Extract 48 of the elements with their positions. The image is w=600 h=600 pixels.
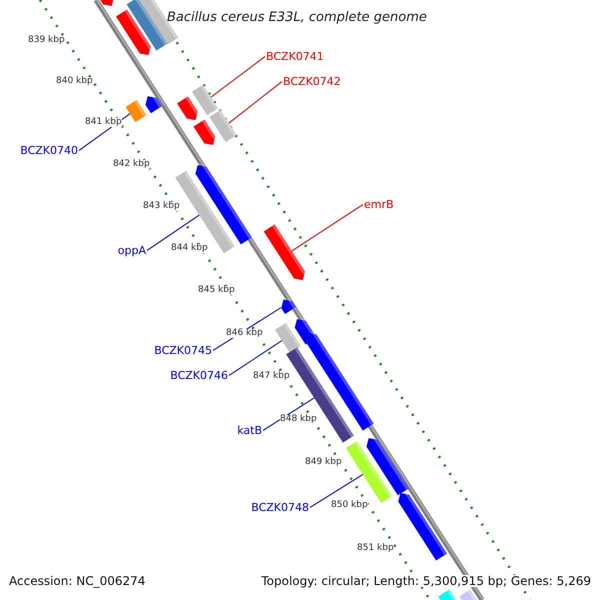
- scale-label: 845 kbp: [198, 286, 235, 296]
- scale-label: 849 kbp: [305, 458, 342, 468]
- leader-line: [291, 204, 364, 252]
- leader-line: [228, 80, 282, 124]
- scale-label: 851 kbp: [357, 544, 394, 554]
- leader-line: [146, 214, 200, 251]
- gene-label: BCZK0745: [154, 344, 212, 356]
- leader-line: [210, 56, 266, 98]
- scale-label: 847 kbp: [253, 372, 290, 382]
- scale-label: 846 kbp: [226, 329, 263, 338]
- gene-label: BCZK0740: [20, 144, 78, 156]
- gene-label: BCZK0742: [283, 76, 341, 87]
- footer-text: Accession: NC_006274: [9, 575, 146, 588]
- gene-feature: [98, 0, 115, 6]
- gene-label: BCZK0741: [266, 50, 324, 62]
- gene-feature: [398, 491, 448, 560]
- gene-feature: [195, 163, 252, 244]
- leader-line: [310, 474, 364, 508]
- gene-feature: [438, 589, 456, 600]
- gene-feature: [264, 224, 306, 280]
- scale-label: 839 kbp: [28, 36, 65, 46]
- gene-feature: [177, 96, 198, 120]
- gene-label: BCZK0748: [251, 502, 309, 513]
- gene-feature: [459, 589, 477, 600]
- gene-feature: [126, 0, 168, 51]
- gene-label: emrB: [364, 198, 394, 210]
- gene-label: BCZK0746: [170, 370, 228, 381]
- gene-feature: [194, 120, 216, 145]
- leader-line: [262, 397, 315, 431]
- scale-label: 843 kbp: [143, 202, 180, 212]
- gene-feature: [145, 94, 162, 114]
- gene-feature: [192, 84, 218, 116]
- gene-feature: [274, 322, 302, 354]
- scale-label: 850 kbp: [331, 501, 368, 510]
- scale-label: 841 kbp: [85, 118, 122, 128]
- gene-feature: [209, 110, 237, 142]
- gene-feature: [281, 298, 296, 314]
- gene-feature: [116, 9, 152, 56]
- leader-line: [228, 340, 282, 376]
- gene-feature: [126, 100, 146, 122]
- scale-label: 848 kbp: [280, 415, 317, 424]
- gene-label: oppA: [118, 244, 146, 256]
- scale-label: 840 kbp: [56, 77, 93, 86]
- gene-label: katB: [237, 424, 262, 436]
- diagram-title: Bacillus cereus E33L, complete genome: [167, 10, 427, 24]
- scale-label: 842 kbp: [113, 160, 150, 170]
- gene-feature: [366, 436, 409, 496]
- scale-label: 844 kbp: [171, 244, 208, 254]
